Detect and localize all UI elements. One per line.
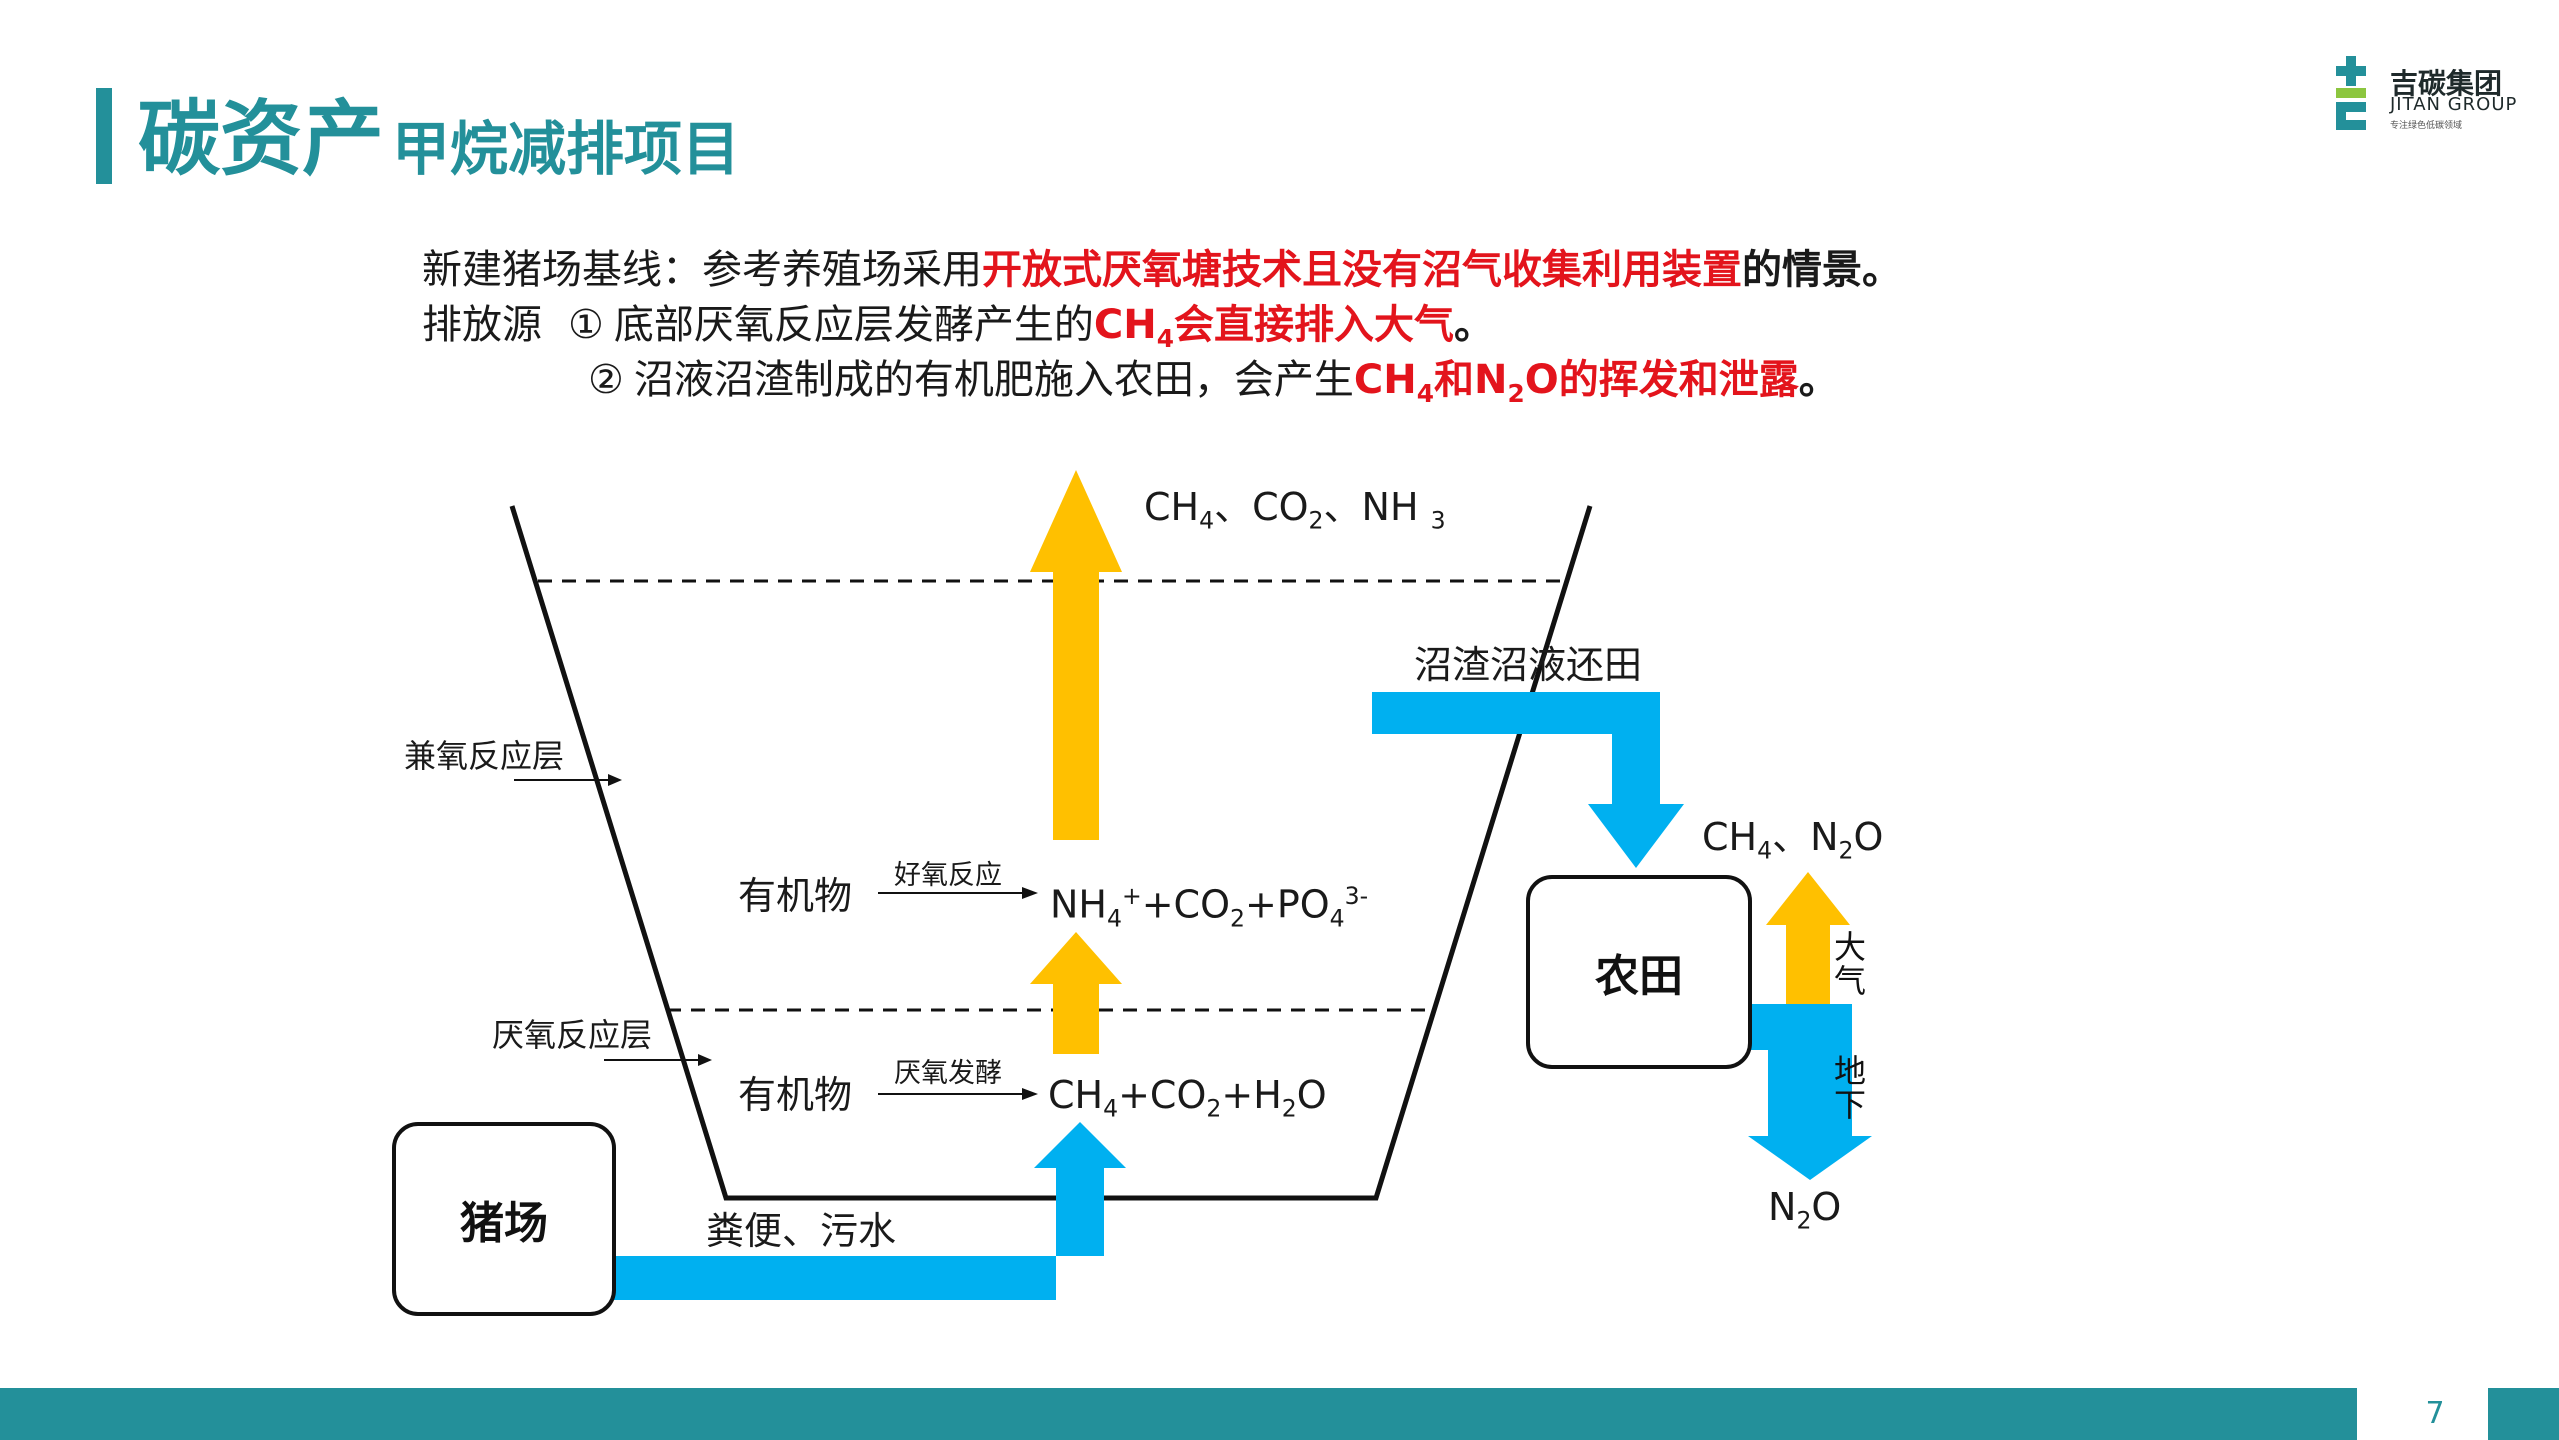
farm-gases-label: CH4、N2O xyxy=(1702,815,1884,865)
intro-line-1-prefix: 新建猪场基线：参考养殖场采用 xyxy=(422,247,982,293)
manure-label: 粪便、污水 xyxy=(706,1209,897,1253)
anaerobic-fermentation-label: 厌氧发酵 xyxy=(894,1058,1002,1089)
page-title: 碳资产 xyxy=(138,92,385,187)
company-logo: 吉碳集团 JITAN GROUP 专注绿色低碳领域 xyxy=(2332,52,2522,140)
emission-source-label: 排放源 xyxy=(422,302,542,348)
logo-name-cn: 吉碳集团 xyxy=(2390,67,2503,100)
item-number-1: ① xyxy=(568,302,604,348)
intro-line-3-highlight: CH4和N2O的挥发和泄露 xyxy=(1353,357,1799,408)
aerobic-products: NH4++CO2+PO43- xyxy=(1050,882,1369,933)
intro-line-1: 新建猪场基线：参考养殖场采用开放式厌氧塘技术且没有沼气收集利用装置的情景。 xyxy=(422,243,1902,297)
item-number-2: ② xyxy=(588,357,624,403)
anaerobic-layer-label: 厌氧反应层 xyxy=(492,1016,653,1054)
page-subtitle: 甲烷减排项目 xyxy=(392,115,741,183)
manure-flow-arrow xyxy=(612,1122,1126,1300)
atmosphere-label: 大气 xyxy=(1833,928,1866,1000)
intro-line-2-highlight: CH4会直接排入大气 xyxy=(1093,302,1454,353)
logo-name-en: JITAN GROUP xyxy=(2390,94,2518,115)
footer-bar-right xyxy=(2488,1388,2559,1440)
title-accent-bar xyxy=(96,88,112,184)
emission-up-arrow-small xyxy=(1030,932,1122,1054)
slurry-return-label: 沼渣沼液还田 xyxy=(1414,643,1643,687)
intro-line-1-end: 的情景。 xyxy=(1742,247,1902,293)
pig-farm-box: 猪场 xyxy=(392,1122,616,1316)
logo-tagline: 专注绿色低碳领域 xyxy=(2390,121,2463,131)
top-gases-label: CH4、CO2、NH 3 xyxy=(1144,485,1446,535)
anaerobic-products: CH4+CO2+H2O xyxy=(1048,1073,1327,1123)
intro-line-1-highlight: 开放式厌氧塘技术且没有沼气收集利用装置 xyxy=(982,247,1742,293)
intro-line-3-text: 沼液沼渣制成的有机肥施入农田，会产生 xyxy=(633,357,1354,403)
organic-matter-anaerobic: 有机物 xyxy=(738,1073,853,1117)
underground-label: 地下 xyxy=(1833,1052,1866,1124)
slurry-return-arrow xyxy=(1372,692,1684,868)
facultative-layer-label: 兼氧反应层 xyxy=(404,737,565,775)
footer-bar xyxy=(0,1388,2357,1440)
n2o-label: N2O xyxy=(1768,1185,1842,1235)
intro-line-2-text: 底部厌氧反应层发酵产生的 xyxy=(613,302,1094,348)
emission-up-arrow-large xyxy=(1030,470,1122,840)
page-number: 7 xyxy=(2425,1396,2445,1431)
lagoon-outline xyxy=(509,505,1593,1201)
farm-atmosphere-arrow xyxy=(1766,872,1850,1004)
farm-underground-arrow xyxy=(1748,1004,1872,1180)
aerobic-reaction-label: 好氧反应 xyxy=(894,860,1002,891)
organic-matter-aerobic: 有机物 xyxy=(738,874,853,918)
farmland-box: 农田 xyxy=(1526,875,1752,1069)
logo-mark-icon xyxy=(2336,56,2366,130)
